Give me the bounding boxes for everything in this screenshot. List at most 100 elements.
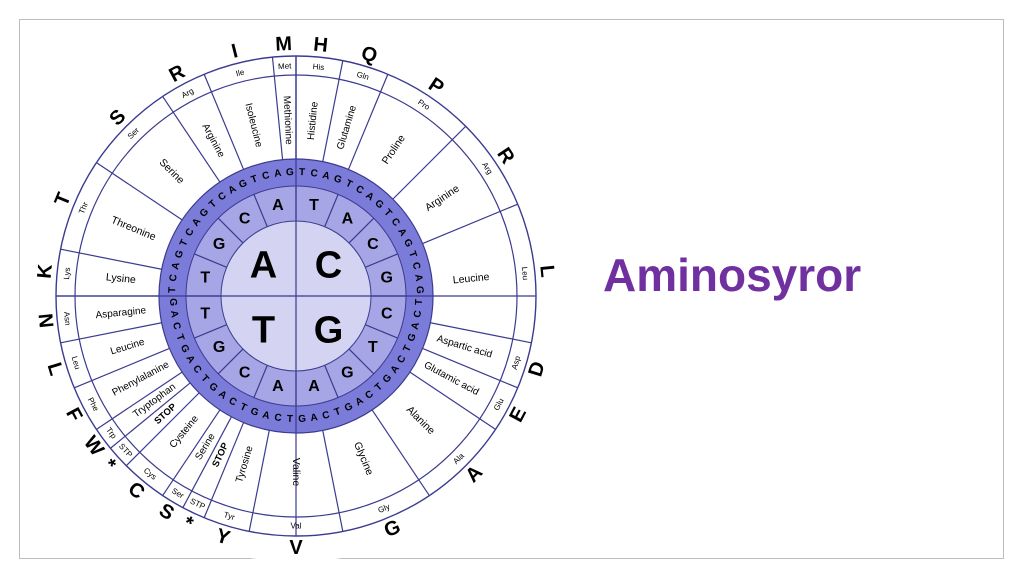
- second-base-letter: C: [381, 306, 393, 323]
- amino-acid-abbreviation: Asp: [510, 354, 523, 370]
- second-base-divider: [217, 348, 244, 375]
- third-base-letter: G: [343, 401, 355, 414]
- third-base-letter: T: [299, 167, 306, 178]
- third-base-letter: T: [207, 198, 219, 210]
- second-base-letter: T: [200, 306, 210, 323]
- amino-acid-abbreviation: Tyr: [223, 510, 237, 522]
- amino-acid-divider: [162, 409, 221, 496]
- amino-acid-divider: [422, 347, 518, 389]
- amino-acid-abbreviation: Val: [291, 522, 302, 531]
- amino-acid-letter: G: [381, 516, 404, 542]
- amino-acid-divider: [60, 248, 162, 270]
- amino-acid-divider: [110, 382, 191, 449]
- amino-acid-divider: [96, 162, 183, 221]
- third-base-letter: T: [198, 373, 210, 385]
- third-base-letter: T: [238, 401, 248, 414]
- third-base-letter: C: [168, 274, 180, 283]
- second-base-letter: A: [342, 211, 354, 228]
- first-base-letter: C: [315, 244, 342, 286]
- third-base-letter: T: [250, 174, 259, 186]
- amino-acid-name: Leucine: [452, 271, 490, 287]
- second-base-letter: C: [239, 364, 251, 381]
- amino-acid-letter: L: [43, 360, 68, 378]
- amino-acid-abbreviation: Leu: [520, 266, 530, 280]
- second-base-divider: [194, 253, 227, 268]
- amino-acid-divider: [322, 60, 344, 162]
- third-base-letter: A: [184, 354, 197, 366]
- third-base-letter: C: [183, 227, 196, 239]
- third-base-letter: A: [310, 412, 319, 424]
- amino-acid-divider: [203, 74, 245, 170]
- second-base-letter: T: [309, 197, 319, 214]
- second-base-divider: [253, 365, 268, 398]
- second-base-letter: G: [380, 269, 392, 286]
- second-base-divider: [324, 194, 339, 227]
- amino-acid-letter: L: [535, 264, 558, 278]
- second-base-divider: [253, 194, 268, 227]
- amino-acid-divider: [96, 371, 183, 430]
- third-base-letter: A: [321, 170, 331, 182]
- third-base-letter: G: [167, 298, 178, 307]
- third-base-letter: A: [354, 395, 366, 408]
- amino-acid-abbreviation: Met: [278, 61, 293, 71]
- third-base-letter: G: [237, 178, 249, 191]
- third-base-letter: T: [174, 333, 186, 342]
- amino-acid-letter: K: [34, 262, 57, 279]
- second-base-divider: [217, 217, 244, 244]
- amino-acid-divider: [60, 322, 162, 344]
- amino-acid-divider: [371, 409, 430, 496]
- second-base-divider: [365, 253, 398, 268]
- third-base-letter: C: [170, 321, 182, 331]
- second-base-letter: A: [272, 197, 284, 214]
- first-base-letter: G: [314, 310, 344, 352]
- third-base-letter: C: [310, 168, 319, 180]
- second-base-letter: T: [200, 269, 210, 286]
- amino-acid-divider: [248, 430, 270, 532]
- slide-title: Aminosyror: [603, 249, 862, 301]
- first-base-letter: A: [250, 244, 277, 286]
- amino-acid-letter: D: [525, 359, 550, 379]
- third-base-letter: G: [173, 249, 186, 260]
- third-base-letter: A: [170, 261, 182, 271]
- amino-acid-divider: [203, 422, 245, 518]
- third-base-letter: T: [373, 381, 385, 393]
- amino-acid-name: Methionine: [281, 96, 294, 146]
- amino-acid-name: Valine: [290, 458, 302, 487]
- amino-acid-letter: V: [289, 537, 303, 559]
- amino-acid-divider: [322, 430, 344, 532]
- third-base-letter: T: [178, 238, 191, 248]
- amino-acid-divider: [347, 74, 389, 170]
- third-base-letter: A: [412, 273, 424, 282]
- amino-acid-name: Asparagine: [95, 305, 147, 321]
- third-base-letter: G: [286, 167, 295, 178]
- amino-acid-abbreviation: Gly: [377, 502, 392, 515]
- third-base-letter: C: [261, 170, 271, 182]
- third-base-letter: T: [406, 250, 418, 259]
- third-base-letter: G: [249, 406, 260, 419]
- amino-acid-abbreviation: Asn: [62, 311, 72, 326]
- third-base-letter: T: [287, 414, 294, 425]
- amino-acid-name: Lysine: [105, 271, 136, 286]
- third-base-letter: C: [395, 354, 408, 366]
- second-base-letter: C: [367, 236, 379, 253]
- third-base-letter: C: [227, 395, 239, 408]
- third-base-letter: A: [410, 321, 422, 331]
- amino-acid-abbreviation: His: [312, 62, 324, 72]
- amino-acid-divider: [125, 392, 200, 467]
- third-base-letter: G: [406, 332, 419, 343]
- amino-acid-abbreviation: Leu: [70, 355, 82, 370]
- third-base-letter: G: [178, 343, 191, 355]
- second-base-letter: A: [308, 378, 320, 395]
- first-base-letter: T: [252, 310, 275, 352]
- third-base-letter: T: [333, 406, 342, 418]
- second-base-letter: G: [213, 236, 225, 253]
- third-base-letter: T: [414, 299, 425, 306]
- amino-acid-name: Histidine: [306, 101, 321, 141]
- amino-acid-divider: [392, 125, 467, 200]
- third-base-letter: T: [344, 178, 354, 191]
- third-base-letter: A: [227, 184, 239, 197]
- third-base-letter: C: [321, 410, 331, 422]
- amino-acid-divider: [422, 203, 518, 245]
- second-base-letter: G: [213, 339, 225, 356]
